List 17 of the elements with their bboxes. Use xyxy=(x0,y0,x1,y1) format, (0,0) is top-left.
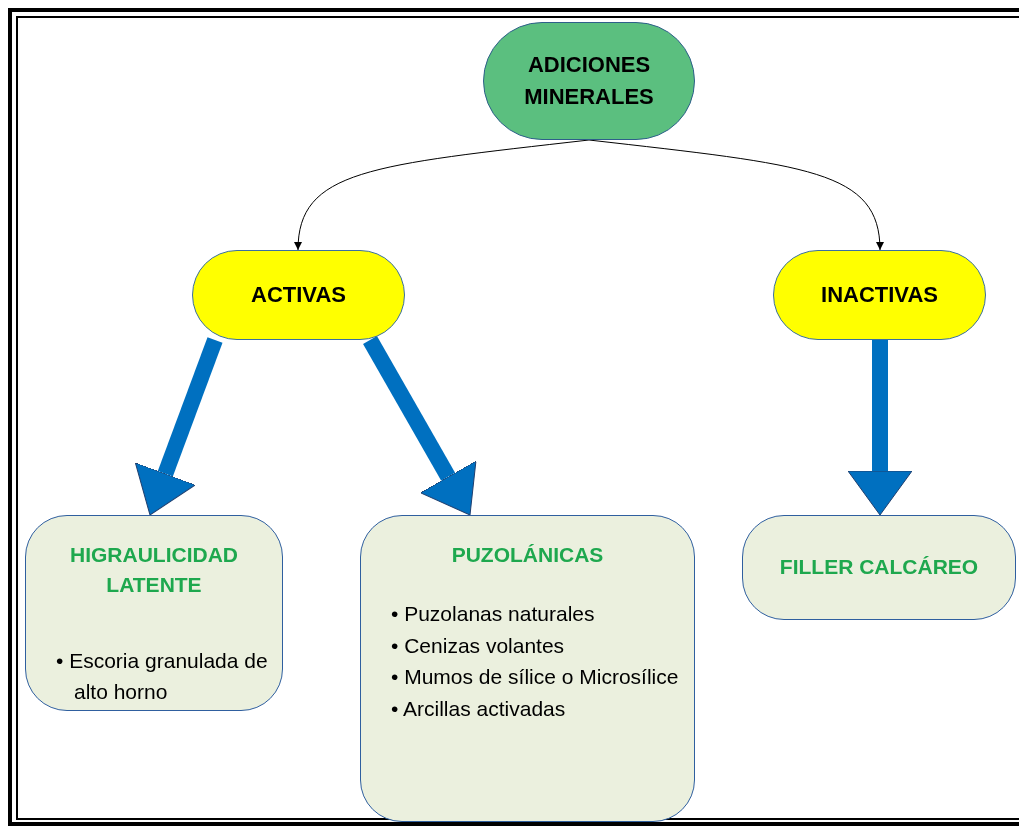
bullet-item: • Arcillas activadas xyxy=(391,695,567,722)
category-box xyxy=(360,515,695,822)
bullet-item: • Cenizas volantes xyxy=(391,632,566,659)
node-title: ACTIVAS xyxy=(251,281,346,310)
bullet-item: • Puzolanas naturales xyxy=(391,601,596,628)
category-box xyxy=(25,515,283,711)
category-box xyxy=(742,515,1016,620)
node-title: PUZOLÁNICAS xyxy=(451,542,604,568)
node-title: FILLER CALCÁREO xyxy=(779,554,979,581)
block-arrow xyxy=(847,340,913,516)
bullet-item: • Mumos de sílice o Microsílice xyxy=(391,664,680,691)
node-title: HIGRAULICIDAD LATENTE xyxy=(69,542,239,599)
block-arrow xyxy=(134,337,223,516)
bullet-item: • Escoria granulada de alto horno xyxy=(56,647,269,706)
node-title: ADICIONES MINERALES xyxy=(523,51,655,111)
block-arrow xyxy=(363,336,477,516)
node-title: INACTIVAS xyxy=(821,281,938,310)
